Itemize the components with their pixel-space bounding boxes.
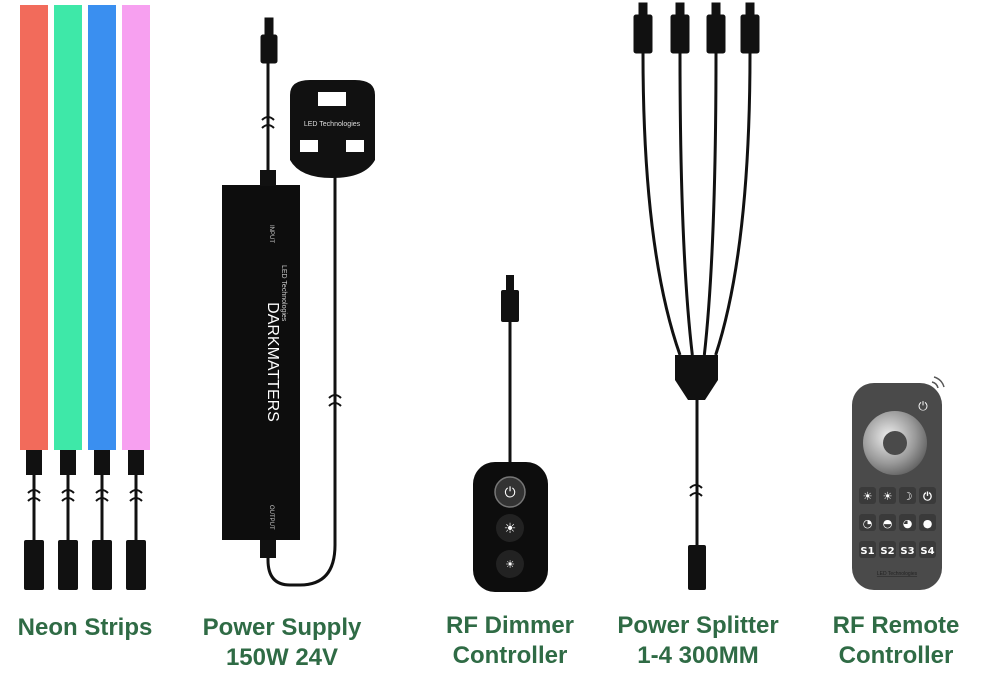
label-line: Controller xyxy=(452,642,568,669)
svg-text:LED Technologies: LED Technologies xyxy=(877,571,918,577)
label-line: Power Supply xyxy=(202,614,362,641)
rf-remote: ⏻ ☀ ☀ ☽ ⏻ ◔ ◓ ◕ ● S1 S2 S3 S4 LED Technologies xyxy=(852,376,945,590)
remote-button xyxy=(879,541,896,558)
power-splitter xyxy=(633,2,760,590)
remote-button-label: ☀ xyxy=(883,490,893,503)
cable-break xyxy=(95,489,109,502)
neon-strip xyxy=(122,5,150,450)
remote-button-label: ● xyxy=(923,517,933,530)
remote-button-label: ◔ xyxy=(863,517,873,530)
label-line: 1-4 300MM xyxy=(637,642,759,669)
neon-strip xyxy=(54,5,82,450)
svg-text:INPUT: INPUT xyxy=(268,225,274,243)
splitter-cable xyxy=(714,52,752,356)
svg-text:⏻: ⏻ xyxy=(504,484,515,500)
remote-button xyxy=(899,514,916,531)
neon-strip xyxy=(20,5,48,450)
remote-button xyxy=(919,514,936,531)
label-line: RF Dimmer xyxy=(445,612,575,639)
rf-dimmer: ⏻ ☀ ☀ xyxy=(473,275,548,592)
svg-text:LED Technologies: LED Technologies xyxy=(304,121,361,128)
label-power-splitter: Power Splitter 1-4 300MM xyxy=(617,611,778,671)
svg-text:⏻: ⏻ xyxy=(918,399,928,413)
svg-text:DARKMATTERS: DARKMATTERS xyxy=(264,302,281,422)
remote-button-label: ◕ xyxy=(903,517,913,530)
brightness-down-icon xyxy=(496,550,524,578)
brightness-up-icon xyxy=(496,514,524,542)
label-line: 150W 24V xyxy=(225,644,339,671)
strip-plug xyxy=(58,540,78,590)
remote-button xyxy=(899,541,916,558)
splitter-cable xyxy=(678,52,694,356)
remote-button-label: ☀ xyxy=(863,490,873,503)
svg-text:OUTPUT: OUTPUT xyxy=(268,505,274,530)
remote-button xyxy=(859,514,876,531)
label-line: Power Splitter xyxy=(617,612,779,639)
cable-break xyxy=(27,489,41,502)
remote-button-label: S3 xyxy=(900,546,914,557)
remote-button-label: S4 xyxy=(920,546,934,557)
strip-plug xyxy=(126,540,146,590)
splitter-plug xyxy=(740,14,760,54)
strip-connector xyxy=(60,450,76,475)
label-line: Controller xyxy=(838,642,954,669)
splitter-plug xyxy=(670,14,690,54)
remote-button xyxy=(879,487,896,504)
label-power-supply: Power Supply 150W 24V xyxy=(203,613,362,673)
remote-button xyxy=(859,541,876,558)
strip-plug xyxy=(92,540,112,590)
remote-button-label: ⏻ xyxy=(923,490,932,503)
power-supply: LED Technologies DARKMATTERS LED Technol… xyxy=(222,17,375,587)
strip-connector xyxy=(26,450,42,475)
label-neon-strips: Neon Strips xyxy=(18,613,153,643)
svg-text:☀: ☀ xyxy=(504,520,517,536)
splitter-plug xyxy=(706,14,726,54)
svg-text:☀: ☀ xyxy=(505,559,515,571)
remote-button xyxy=(919,541,936,558)
neon-strips xyxy=(20,5,150,590)
neon-strip xyxy=(88,5,116,450)
splitter-cable xyxy=(641,52,682,356)
remote-button-label: ◓ xyxy=(883,517,893,530)
remote-button-label: ☽ xyxy=(903,490,913,503)
strip-plug xyxy=(24,540,44,590)
svg-text:LED Technologies: LED Technologies xyxy=(280,265,287,322)
remote-button-label: S2 xyxy=(880,546,894,557)
strip-connector xyxy=(128,450,144,475)
splitter-cable xyxy=(702,52,718,356)
strip-connector xyxy=(94,450,110,475)
remote-button xyxy=(859,487,876,504)
remote-button xyxy=(899,487,916,504)
cable-break xyxy=(129,489,143,502)
uk-plug xyxy=(290,80,375,178)
splitter-plug xyxy=(633,14,653,54)
remote-button xyxy=(919,487,936,504)
remote-button-label: S1 xyxy=(860,546,874,557)
label-line: RF Remote xyxy=(832,612,960,639)
label-line: Neon Strips xyxy=(17,614,153,641)
remote-button xyxy=(879,514,896,531)
cable-break xyxy=(61,489,75,502)
power-button-icon xyxy=(494,476,526,508)
